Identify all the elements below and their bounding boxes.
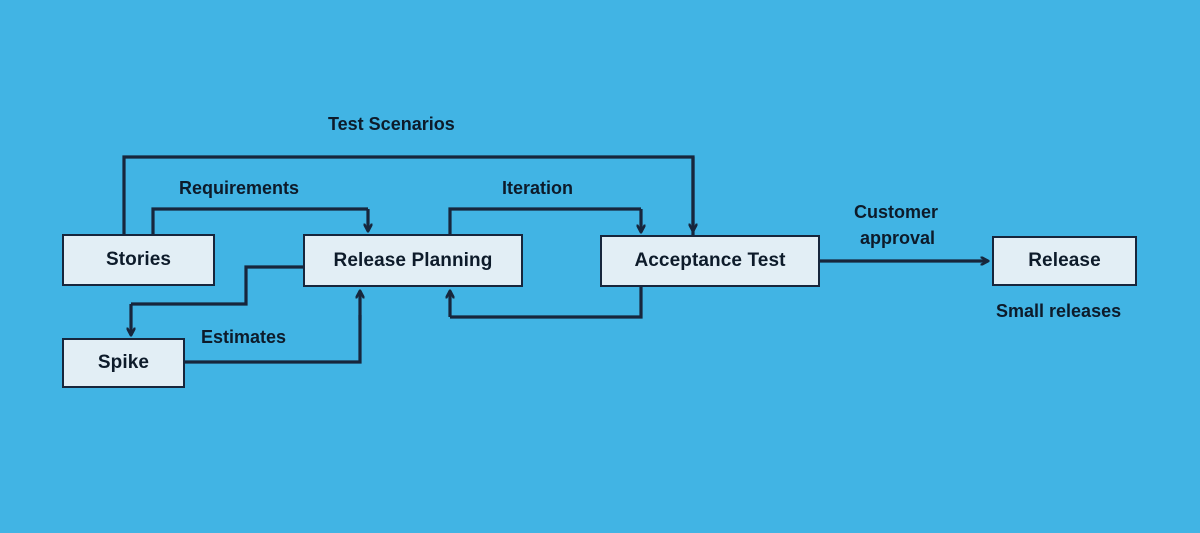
node-spike[interactable]: Spike xyxy=(62,338,185,388)
node-spike-label: Spike xyxy=(97,352,150,373)
node-acceptance-test[interactable]: Acceptance Test xyxy=(600,235,820,287)
edge-iteration-path xyxy=(448,207,641,234)
edge-label-customer-approval-line2: approval xyxy=(860,228,936,248)
node-release-planning-label: Release Planning xyxy=(333,249,493,271)
node-stories[interactable]: Stories xyxy=(62,234,215,286)
edge-label-iteration: Iteration xyxy=(502,178,574,198)
note-small-releases: Small releases xyxy=(996,301,1122,321)
edge-stories-to-spike-path xyxy=(131,265,303,306)
edge-requirements-path xyxy=(151,207,368,234)
edge-label-customer-approval-line1: Customer xyxy=(854,202,939,222)
node-release[interactable]: Release xyxy=(992,236,1137,286)
edge-label-estimates: Estimates xyxy=(201,327,287,347)
edge-label-test-scenarios: Test Scenarios xyxy=(328,114,455,134)
node-acceptance-test-label: Acceptance Test xyxy=(634,250,786,271)
edge-feedback-path xyxy=(450,287,643,319)
node-stories-label: Stories xyxy=(105,249,172,270)
node-release-label: Release xyxy=(1028,250,1101,271)
edge-estimates-path xyxy=(185,315,362,364)
edge-label-requirements: Requirements xyxy=(179,178,300,198)
node-release-planning[interactable]: Release Planning xyxy=(303,234,523,287)
